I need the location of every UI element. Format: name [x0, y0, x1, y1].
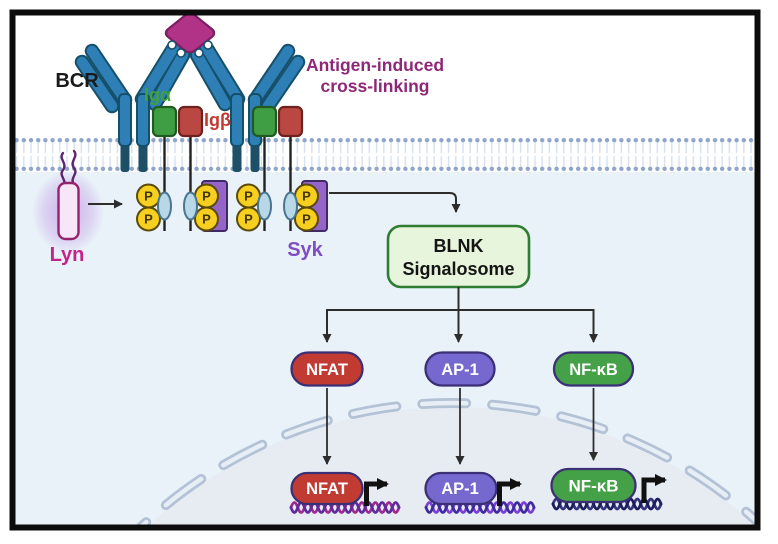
ap1-pill-nucleus — [424, 471, 498, 506]
blnk-branch-arrows — [322, 287, 598, 343]
phospho-label: P — [302, 189, 311, 204]
ap1-pill-cytoplasm — [424, 351, 496, 387]
phospho-label: P — [202, 212, 211, 227]
itam-ovals — [157, 191, 298, 221]
phospho-label: P — [244, 189, 253, 204]
lyn-kinase — [32, 149, 104, 254]
ig-beta-left — [177, 105, 204, 138]
nfkb-label-nucleus: NF-κB — [568, 477, 618, 496]
phospho-label: P — [302, 212, 311, 227]
crosslink-label-line2: cross-linking — [321, 76, 430, 96]
syk-label: Syk — [287, 239, 323, 261]
nuclear-import-arrows — [322, 388, 598, 465]
lyn-label: Lyn — [50, 244, 85, 266]
antigen-binding-sites — [167, 40, 213, 58]
ig-alpha-left — [151, 105, 178, 138]
ig-beta-right — [277, 105, 304, 138]
syk-to-blnk-arrow — [329, 192, 461, 213]
blnk-label-line1: BLNK — [434, 236, 484, 256]
nfat-label-nucleus: NFAT — [306, 480, 348, 498]
lyn-lipid-anchor — [60, 151, 66, 188]
ap1-label-cytoplasm: AP-1 — [441, 361, 479, 379]
nfkb-label-cytoplasm: NF-κB — [569, 361, 618, 379]
transcription-arrows — [364, 474, 667, 506]
ap1-transcription-arrow — [497, 478, 522, 506]
ig-beta-label: Igβ — [204, 110, 231, 130]
nfkb-pill-cytoplasm — [552, 351, 635, 387]
nfat-pill-nucleus — [290, 471, 364, 506]
crosslink-label-line1: Antigen-induced — [306, 55, 444, 75]
nfat-transcription-arrow — [364, 478, 389, 506]
phospho-label: P — [244, 212, 253, 227]
phospho-sites: P P P P P P P P — [136, 183, 319, 232]
nfat-pill-cytoplasm — [290, 351, 364, 387]
phospho-label: P — [144, 189, 153, 204]
nfkb-pill-nucleus — [550, 467, 637, 504]
ig-alpha-right — [251, 105, 278, 138]
nfkb-transcription-arrow — [641, 474, 667, 503]
ig-alpha-label: Igα — [144, 85, 171, 105]
nfat-dna — [289, 501, 401, 514]
bcr-label: BCR — [55, 70, 99, 92]
diagram-frame — [9, 9, 761, 531]
phospho-label: P — [144, 212, 153, 227]
ap1-label-nucleus: AP-1 — [441, 480, 479, 498]
phospho-label: P — [202, 189, 211, 204]
lyn-body — [57, 181, 80, 241]
blnk-label-line2: Signalosome — [402, 259, 514, 279]
nfat-label-cytoplasm: NFAT — [306, 361, 348, 379]
lyn-lipid-anchor — [71, 149, 77, 186]
ap1-dna — [424, 501, 536, 514]
